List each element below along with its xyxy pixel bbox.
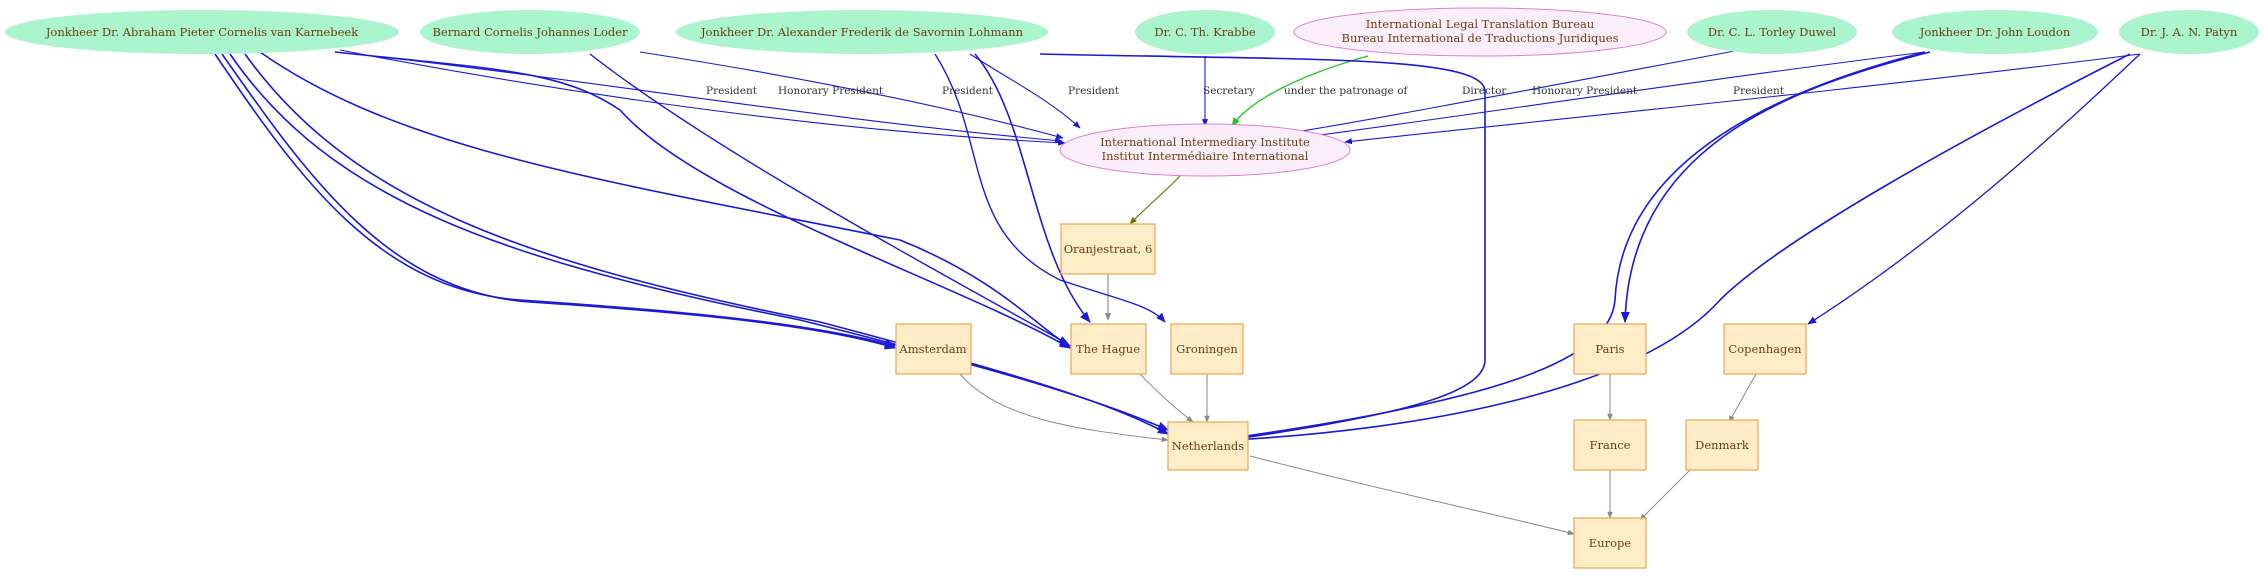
edge-loder-hague <box>589 53 1069 345</box>
edge-label-iltb-patronage: under the patronage of <box>1284 85 1409 97</box>
edge-loudon-iii-honorary-president <box>1304 51 1926 140</box>
svg-text:Jonkheer Dr. Abraham Pieter Co: Jonkheer Dr. Abraham Pieter Cornelis van… <box>45 25 359 39</box>
edge-karnebeek-amsterdam-2 <box>221 53 897 350</box>
svg-text:Copenhagen: Copenhagen <box>1728 342 1802 356</box>
edge-lohmann-hague <box>974 53 1091 323</box>
svg-text:Groningen: Groningen <box>1176 342 1238 356</box>
svg-text:International Legal Translatio: International Legal Translation Bureau <box>1366 17 1595 31</box>
place-node-denmark[interactable]: Denmark <box>1685 419 1759 471</box>
svg-text:Europe: Europe <box>1589 536 1632 550</box>
svg-text:Amsterdam: Amsterdam <box>898 342 966 356</box>
edge-karnebeek-hague-2 <box>334 51 1071 349</box>
svg-text:International Intermediary Ins: International Intermediary Institute <box>1100 135 1310 149</box>
place-node-groningen[interactable]: Groningen <box>1170 323 1244 375</box>
edge-copenhagen-denmark <box>1728 373 1757 423</box>
svg-text:Denmark: Denmark <box>1695 438 1750 452</box>
svg-text:Netherlands: Netherlands <box>1172 439 1245 453</box>
edge-iltb-iii-patronage <box>1231 55 1369 127</box>
svg-text:Dr. C. L. Torley Duwel: Dr. C. L. Torley Duwel <box>1708 25 1837 39</box>
place-node-oranjestraat[interactable]: Oranjestraat, 6 <box>1060 223 1156 275</box>
person-node-lohmann[interactable]: Jonkheer Dr. Alexander Frederik de Savor… <box>676 10 1048 54</box>
svg-text:Bernard Cornelis Johannes Lode: Bernard Cornelis Johannes Loder <box>432 25 628 39</box>
edge-netherlands-europe <box>1249 455 1575 536</box>
edge-label-duwel-director: Director <box>1462 85 1507 97</box>
person-node-loder[interactable]: Bernard Cornelis Johannes Loder <box>420 10 640 54</box>
svg-text:Bureau International de Traduc: Bureau International de Traductions Juri… <box>1342 31 1619 45</box>
edge-loudon-paris <box>1620 51 1931 324</box>
person-node-loudon[interactable]: Jonkheer Dr. John Loudon <box>1892 10 2098 54</box>
organization-node-iltb[interactable]: International Legal Translation Bureau B… <box>1293 7 1667 57</box>
place-node-copenhagen[interactable]: Copenhagen <box>1723 323 1807 375</box>
edge-karnebeek-amsterdam-1 <box>214 53 897 348</box>
edge-label-loder-honorary-president: Honorary President <box>778 85 884 97</box>
edge-lohmann-iii-president-2 <box>339 49 1066 146</box>
edge-loder-iii-honorary-president <box>639 51 1064 140</box>
edge-amsterdam-netherlands <box>959 373 1169 443</box>
edge-iii-oranjestraat <box>1129 175 1181 225</box>
svg-text:Dr. J. A. N. Patyn: Dr. J. A. N. Patyn <box>2141 25 2238 39</box>
edge-duwel-iii-director <box>1289 49 1741 135</box>
place-node-france[interactable]: France <box>1573 419 1647 471</box>
svg-text:Institut Intermédiaire Interna: Institut Intermédiaire International <box>1102 149 1309 163</box>
place-node-paris[interactable]: Paris <box>1573 323 1647 375</box>
svg-text:France: France <box>1590 438 1631 452</box>
svg-text:Dr. C. Th. Krabbe: Dr. C. Th. Krabbe <box>1154 25 1256 39</box>
place-node-europe[interactable]: Europe <box>1573 517 1647 569</box>
edge-loudon-netherlands <box>1230 51 1926 442</box>
edge-label-loudon-honorary-president: Honorary President <box>1532 85 1638 97</box>
edge-lohmann-groningen <box>934 53 1166 323</box>
edge-lohmann-iii-president-1 <box>969 53 1081 129</box>
person-node-patyn[interactable]: Dr. J. A. N. Patyn <box>2119 10 2259 54</box>
edge-label-lohmann-president-2: President <box>1068 85 1120 97</box>
svg-text:The Hague: The Hague <box>1076 342 1140 356</box>
person-node-krabbe[interactable]: Dr. C. Th. Krabbe <box>1135 10 1275 54</box>
person-node-duwel[interactable]: Dr. C. L. Torley Duwel <box>1687 10 1857 54</box>
edge-patyn-netherlands <box>1230 53 2131 444</box>
edge-hague-netherlands <box>1139 373 1194 423</box>
place-node-amsterdam[interactable]: Amsterdam <box>895 323 972 375</box>
organization-node-iii[interactable]: International Intermediary Institute Ins… <box>1059 123 1351 177</box>
edge-patyn-copenhagen <box>1807 53 2141 325</box>
edge-karnebeek-hague-1 <box>259 51 1071 347</box>
edge-label-krabbe-secretary: Secretary <box>1203 85 1255 97</box>
edge-label-lohmann-president-1: President <box>942 85 994 97</box>
edge-karnebeek-netherlands-2 <box>244 53 1169 435</box>
svg-text:Oranjestraat, 6: Oranjestraat, 6 <box>1064 242 1153 256</box>
edge-karnebeek-netherlands-1 <box>229 53 1170 431</box>
person-node-karnebeek[interactable]: Jonkheer Dr. Abraham Pieter Cornelis van… <box>5 10 399 54</box>
edge-denmark-europe <box>1639 469 1691 521</box>
svg-text:Jonkheer Dr. Alexander Freder: Jonkheer Dr. Alexander Frederik de Savor… <box>700 25 1024 39</box>
edge-label-karnebeek-president: President <box>706 85 758 97</box>
edge-patyn-iii-president <box>1344 53 2141 145</box>
svg-text:Paris: Paris <box>1595 342 1624 356</box>
place-node-hague[interactable]: The Hague <box>1070 323 1147 375</box>
place-node-netherlands[interactable]: Netherlands <box>1167 421 1249 471</box>
edge-label-patyn-president: President <box>1733 85 1785 97</box>
svg-text:Jonkheer Dr. John Loudon: Jonkheer Dr. John Loudon <box>1919 25 2071 39</box>
